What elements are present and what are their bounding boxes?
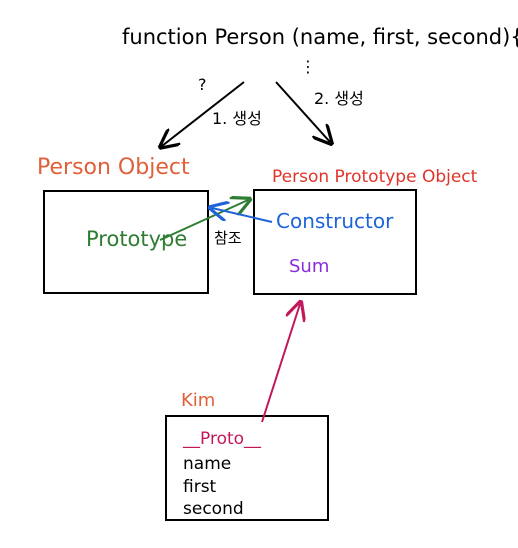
- kim-box: [165, 415, 329, 521]
- person-object-title: Person Object: [37, 155, 190, 180]
- prototype-object-title: Person Prototype Object: [272, 167, 478, 187]
- proto-label: __Proto__: [182, 429, 262, 449]
- kim-field-second: second: [183, 499, 244, 519]
- kim-title: Kim: [181, 390, 215, 411]
- proto-link-arrow: [261, 304, 300, 423]
- prototype-object-box: [253, 189, 417, 295]
- kim-field-name: name: [183, 454, 231, 474]
- prototype-label: Prototype: [86, 227, 187, 251]
- create-arrow-right: [275, 81, 330, 142]
- kim-field-first: first: [183, 477, 217, 497]
- create-arrow-left: [162, 81, 245, 146]
- continuation-dots: ⋮: [300, 57, 316, 76]
- create-arrow-left-label: 1. 생성: [212, 109, 262, 128]
- create-arrow-left-mark: ?: [198, 75, 207, 94]
- person-object-box: [43, 190, 209, 294]
- prototype-reference-arrow: [159, 200, 248, 241]
- function-signature: function Person (name, first, second){: [122, 25, 518, 49]
- constructor-reference-arrow: [212, 208, 273, 223]
- create-arrow-right-label: 2. 생성: [314, 89, 364, 108]
- constructor-label: Constructor: [276, 209, 394, 233]
- reference-label: 참조: [214, 229, 242, 247]
- sum-label: Sum: [289, 256, 329, 277]
